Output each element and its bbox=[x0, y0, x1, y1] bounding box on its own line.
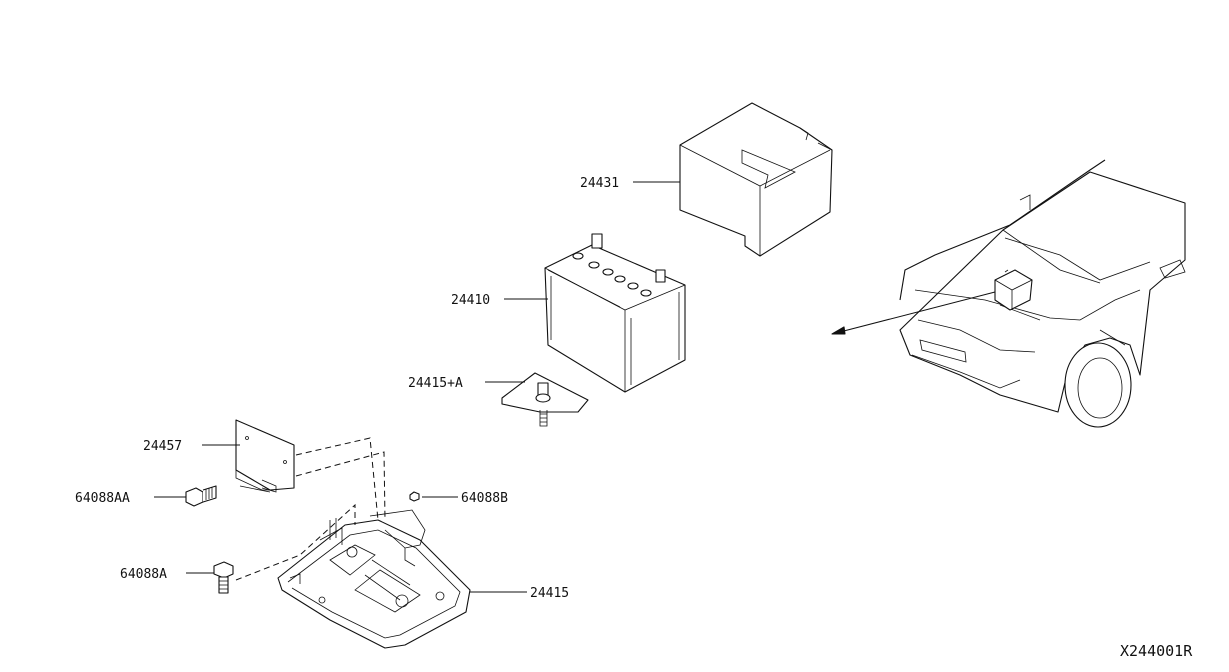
vehicle-locator bbox=[831, 159, 1186, 428]
callout-24415A: 24415+A bbox=[408, 376, 463, 391]
leader-lines bbox=[154, 181, 680, 593]
callout-24415: 24415 bbox=[530, 586, 569, 601]
assembly-dashed-lines bbox=[235, 437, 386, 581]
bolt-64088A bbox=[213, 561, 234, 594]
callout-64088B: 64088B bbox=[461, 491, 508, 506]
diagram-id: X244001R bbox=[1120, 642, 1193, 660]
battery-cover-24431 bbox=[679, 102, 833, 257]
callout-24431: 24431 bbox=[580, 176, 619, 191]
battery-24410 bbox=[544, 233, 686, 393]
callout-24410: 24410 bbox=[451, 293, 490, 308]
bracket-24457 bbox=[235, 419, 295, 493]
callout-64088A: 64088A bbox=[120, 567, 167, 582]
callout-24457: 24457 bbox=[143, 439, 182, 454]
battery-tray-24415 bbox=[277, 509, 471, 649]
nut-64088B bbox=[409, 491, 420, 502]
battery-clamp-24415A bbox=[501, 372, 589, 427]
bolt-64088AA bbox=[185, 485, 271, 507]
callout-64088AA: 64088AA bbox=[75, 491, 130, 506]
